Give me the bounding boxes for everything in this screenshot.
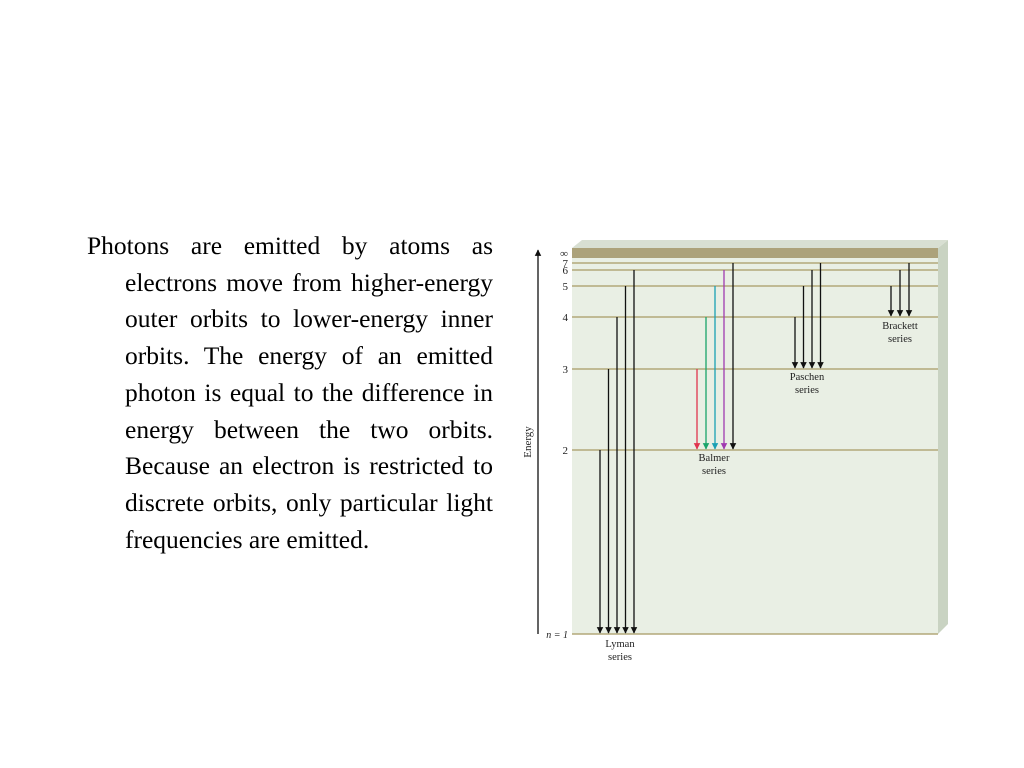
series-label-lyman-line1: Lyman [605,639,635,650]
diagram-panel-top [572,240,948,248]
energy-level-label-6: 6 [563,265,569,277]
slide-body-text: Photons are emitted by atoms as electron… [87,231,493,554]
energy-level-label-3: 3 [563,364,569,376]
diagram-panel-side [938,240,948,634]
energy-level-label-inf: ∞ [560,248,568,260]
series-label-brackett-line2: series [888,334,912,345]
energy-axis-label: Energy [522,426,534,458]
energy-level-label-1: n = 1 [546,630,568,641]
energy-level-label-7: 7 [563,258,569,270]
series-label-paschen-line1: Paschen [790,372,825,383]
diagram-top-band [572,248,938,258]
energy-level-label-5: 5 [563,281,569,293]
diagram-panel [572,248,938,634]
series-label-balmer-line1: Balmer [699,453,730,464]
series-label-paschen-line2: series [795,385,819,396]
transition-arrows [596,263,913,634]
energy-level-label-4: 4 [563,312,569,324]
series-label-lyman-line2: series [608,652,632,663]
series-label-brackett-line1: Brackett [882,321,918,332]
series-label-balmer-line2: series [702,466,726,477]
energy-levels: n = 1 2 3 4 5 67∞ [546,248,938,641]
series-labels: LymanseriesBalmerseriesPaschenseriesBrac… [605,321,917,663]
energy-level-label-2: 2 [563,445,569,457]
